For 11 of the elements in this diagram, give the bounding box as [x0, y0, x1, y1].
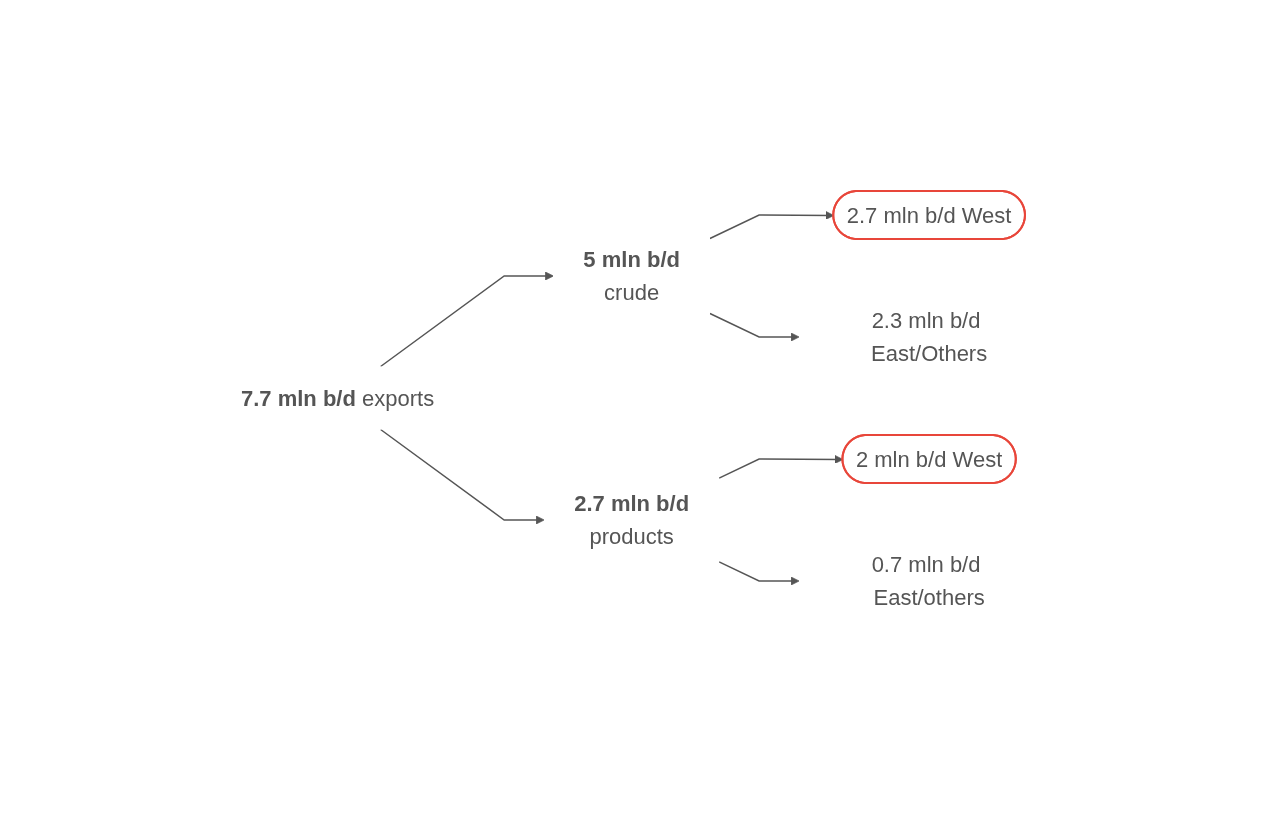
arrow [380, 271, 555, 367]
node-text: 5 mln b/d crude [583, 246, 681, 305]
node-text: 2.3 mln b/d East/Others [871, 307, 988, 366]
arrow [718, 560, 800, 585]
node-text: 7.7 mln b/d exports [241, 385, 435, 410]
arrow [709, 312, 800, 341]
arrow [718, 454, 844, 479]
arrow [709, 210, 835, 239]
node-text: 2.7 mln b/d products [574, 490, 690, 549]
node-text: 0.7 mln b/d East/others [872, 551, 986, 610]
arrow [380, 428, 546, 524]
